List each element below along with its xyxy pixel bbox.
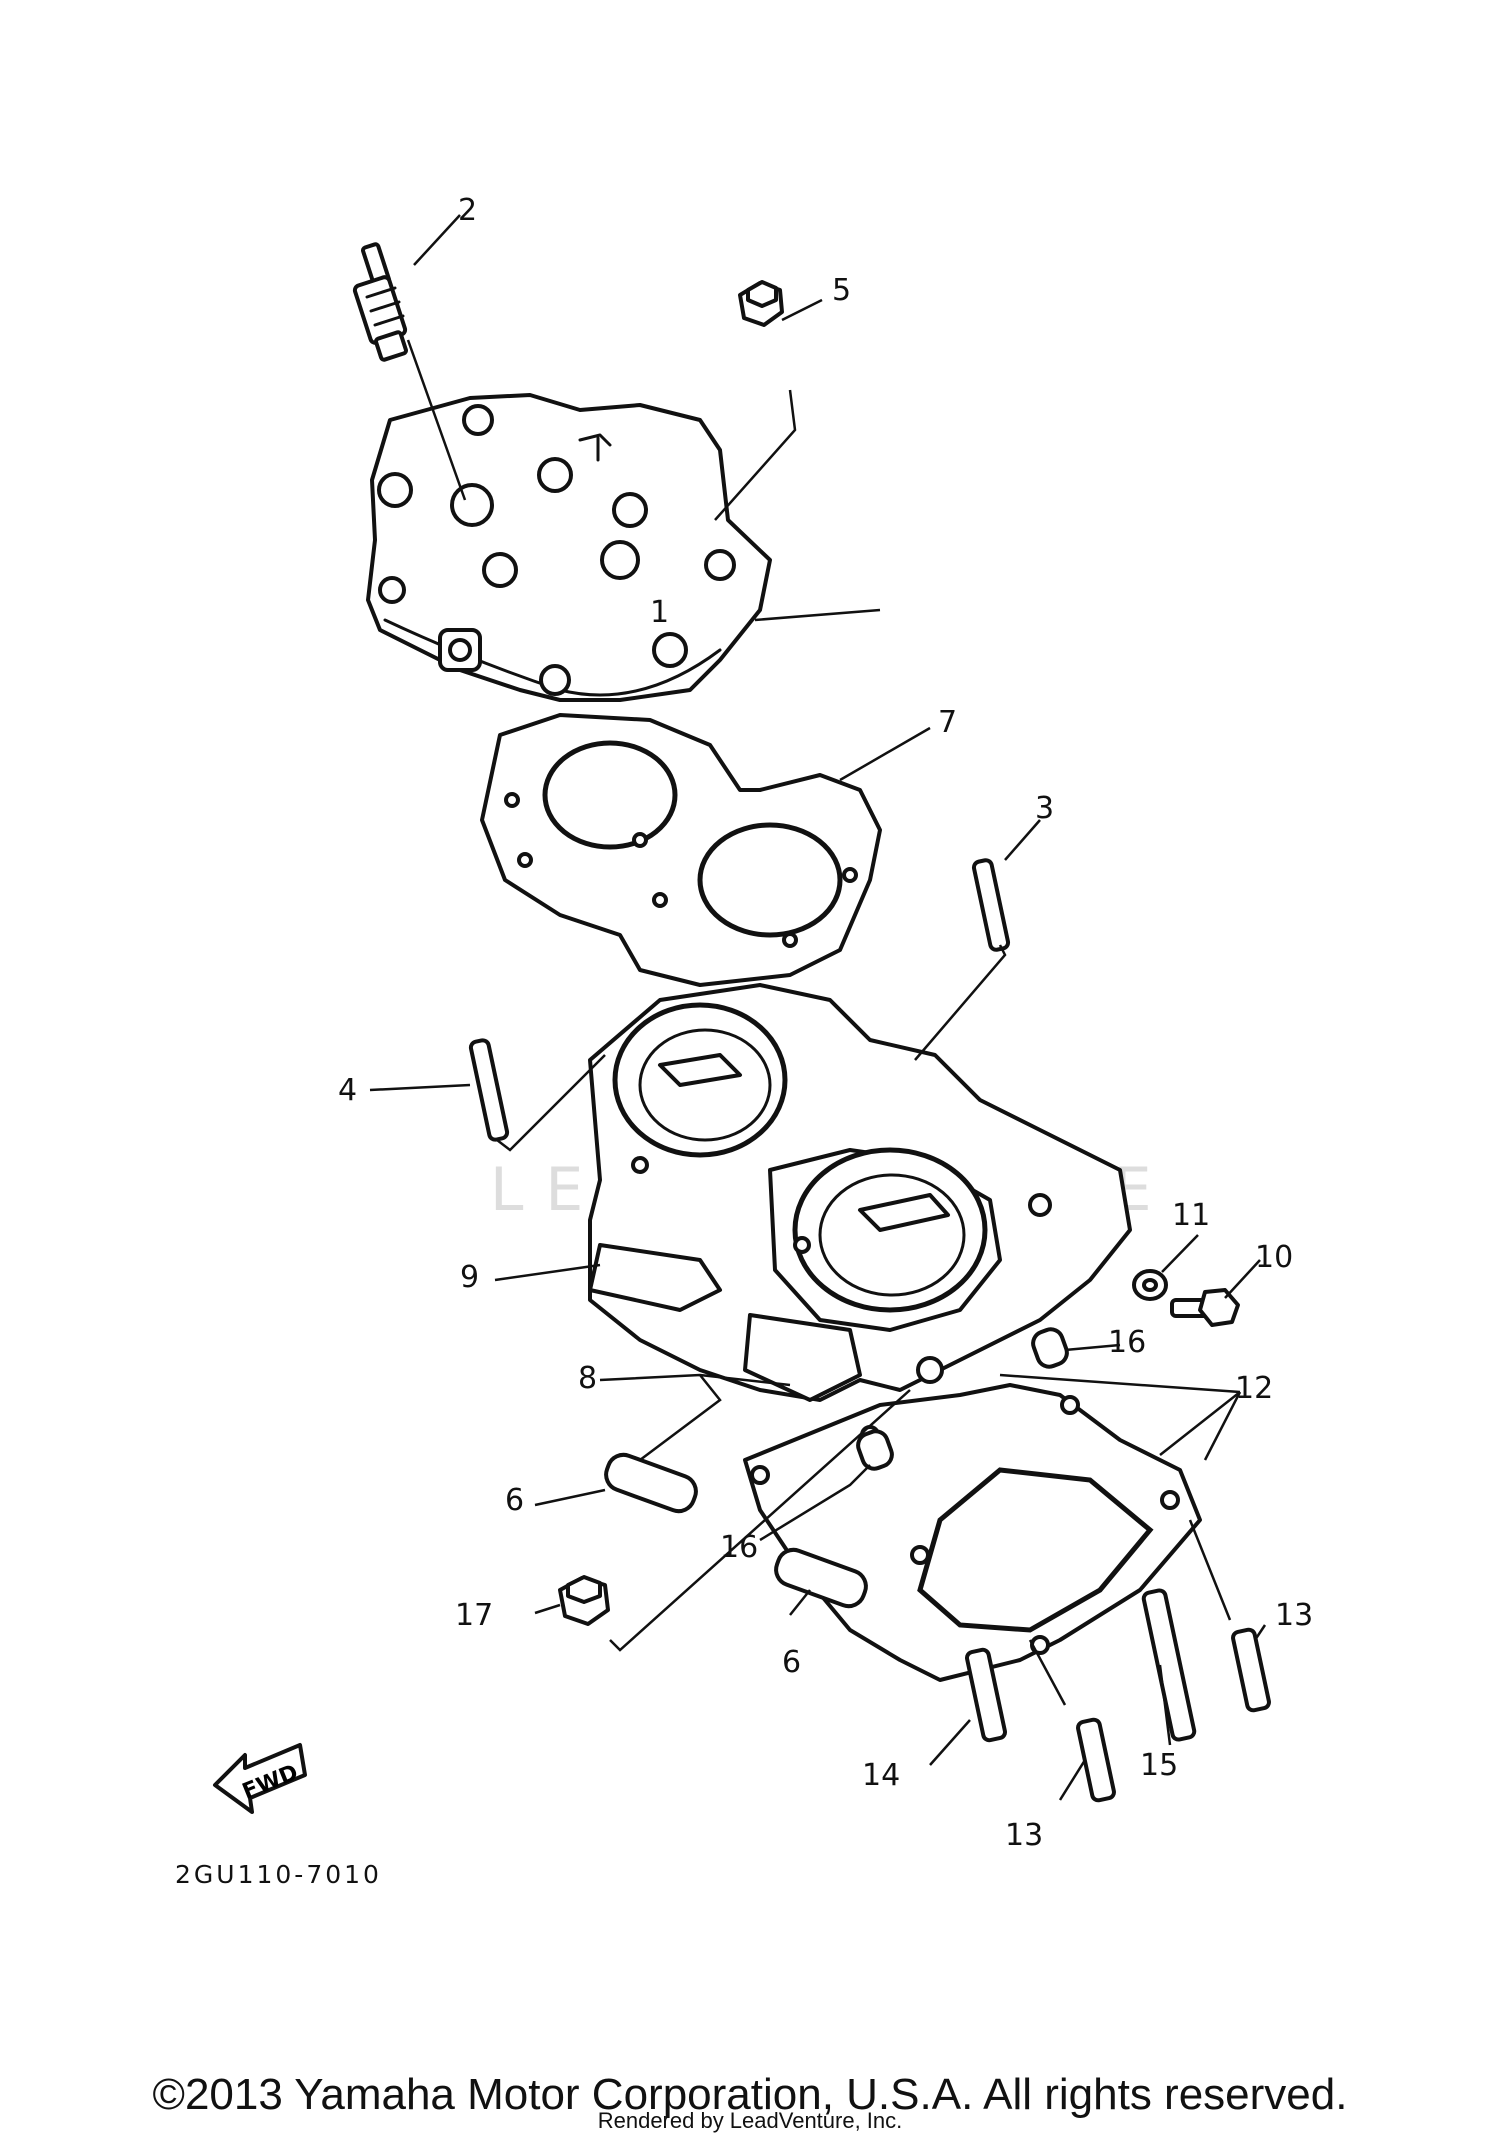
stud-3[interactable] [971,858,1011,952]
callout-12: 12 [1235,1371,1273,1406]
dowel-pin-right[interactable] [1030,1326,1071,1370]
diagram-code: 2GU110-7010 [175,1860,382,1889]
stud-15[interactable] [1141,1588,1197,1742]
callout-4: 4 [338,1073,357,1108]
callout-14: 14 [862,1758,900,1793]
cylinder-block[interactable] [588,983,1132,1402]
callout-13b: 13 [1275,1598,1313,1633]
callout-10: 10 [1255,1240,1293,1275]
rendered-by-notice: Rendered by LeadVenture, Inc. [597,2108,903,2133]
cover-plate-right[interactable] [772,1545,871,1610]
callout-17: 17 [455,1598,493,1633]
stud-4[interactable] [468,1038,510,1142]
callout-16b: 16 [720,1530,758,1565]
cylinder-head[interactable] [366,393,772,702]
dowel-pin-left[interactable] [855,1428,896,1472]
bolt[interactable] [1170,1288,1240,1327]
callout-16a: 16 [1108,1325,1146,1360]
callout-13a: 13 [1005,1818,1043,1853]
cylinder-head-gasket[interactable] [480,713,882,987]
cylinder-head-nut[interactable] [738,280,784,327]
stud-14[interactable] [965,1647,1007,1743]
spark-plug[interactable] [352,242,408,362]
callout-7: 7 [938,705,957,740]
callout-15: 15 [1140,1748,1178,1783]
callout-5: 5 [832,273,851,308]
stud-13b[interactable] [1231,1627,1271,1713]
washer[interactable] [1132,1269,1168,1301]
callout-1: 1 [650,595,669,630]
callout-6a: 6 [505,1483,524,1518]
cover-plate-left[interactable] [602,1450,701,1515]
callout-6b: 6 [782,1645,801,1680]
callout-labels: 1 2 3 4 5 6 6 7 8 9 10 11 12 13 13 14 15… [338,193,1313,1853]
copyright-notice: ©2013 Yamaha Motor Corporation, U.S.A. A… [152,2070,1348,2119]
fwd-arrow: FWD [213,1743,307,1814]
callout-11: 11 [1172,1198,1210,1233]
cylinder-base-gasket[interactable] [743,1383,1202,1682]
cylinder-nut[interactable] [558,1575,610,1626]
callout-2: 2 [458,193,477,228]
callout-8: 8 [578,1361,597,1396]
leader-lines [369,214,1267,1801]
stud-13a[interactable] [1076,1717,1116,1803]
callout-9: 9 [460,1260,479,1295]
callout-3: 3 [1035,791,1054,826]
